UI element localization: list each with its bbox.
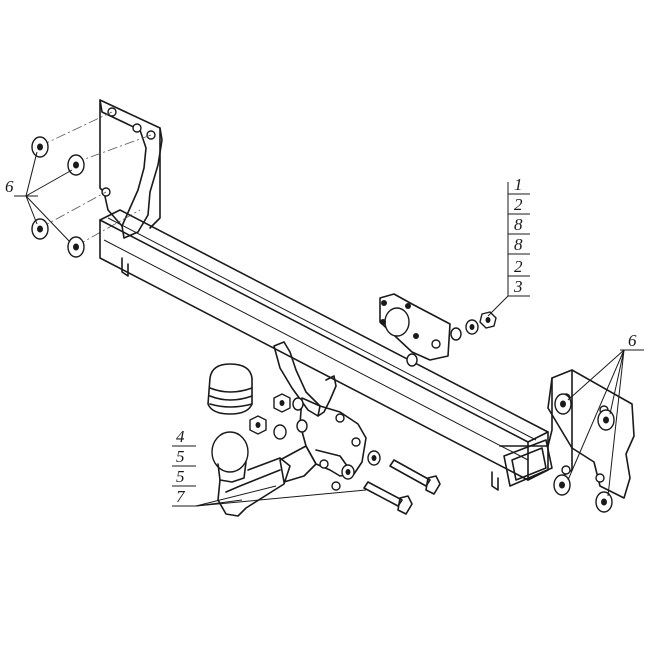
- ball-cap: [207, 363, 253, 415]
- label-part-1: 1: [514, 175, 523, 194]
- label-part-3: 3: [513, 277, 523, 296]
- socket-fasteners: [406, 311, 497, 367]
- label-part-2b: 2: [514, 257, 523, 276]
- left-washers: [31, 136, 85, 258]
- tow-ball: [211, 431, 291, 517]
- label-part-7: 7: [176, 487, 186, 506]
- label-part-8b: 8: [514, 235, 523, 254]
- left-alignment-lines: [39, 111, 152, 247]
- leader-lines: [14, 151, 644, 507]
- label-part-4: 4: [176, 427, 185, 446]
- bolts: [363, 459, 441, 515]
- labels: 6 1 2 8 8 2 3 6 4 5 5 7: [5, 175, 637, 506]
- label-washers-left: 6: [5, 177, 14, 196]
- washer-left-2: [67, 154, 85, 176]
- left-mounting-bracket: [99, 99, 163, 239]
- ball-mount-fasteners: [249, 393, 381, 480]
- label-part-2: 2: [514, 195, 523, 214]
- washer-left-4: [67, 236, 85, 258]
- washer-right-3: [553, 474, 571, 496]
- washer-right-2: [597, 409, 615, 431]
- socket-plate: [379, 293, 451, 361]
- label-part-8a: 8: [514, 215, 523, 234]
- washer-right-4: [595, 491, 613, 513]
- washer-left-3: [31, 218, 49, 240]
- label-part-5b: 5: [176, 467, 185, 486]
- label-washers-right: 6: [628, 331, 637, 350]
- label-part-5a: 5: [176, 447, 185, 466]
- cross-beam: [99, 209, 549, 491]
- washer-left-1: [31, 136, 49, 158]
- washer-right-1: [554, 393, 572, 415]
- right-washers: [553, 393, 615, 513]
